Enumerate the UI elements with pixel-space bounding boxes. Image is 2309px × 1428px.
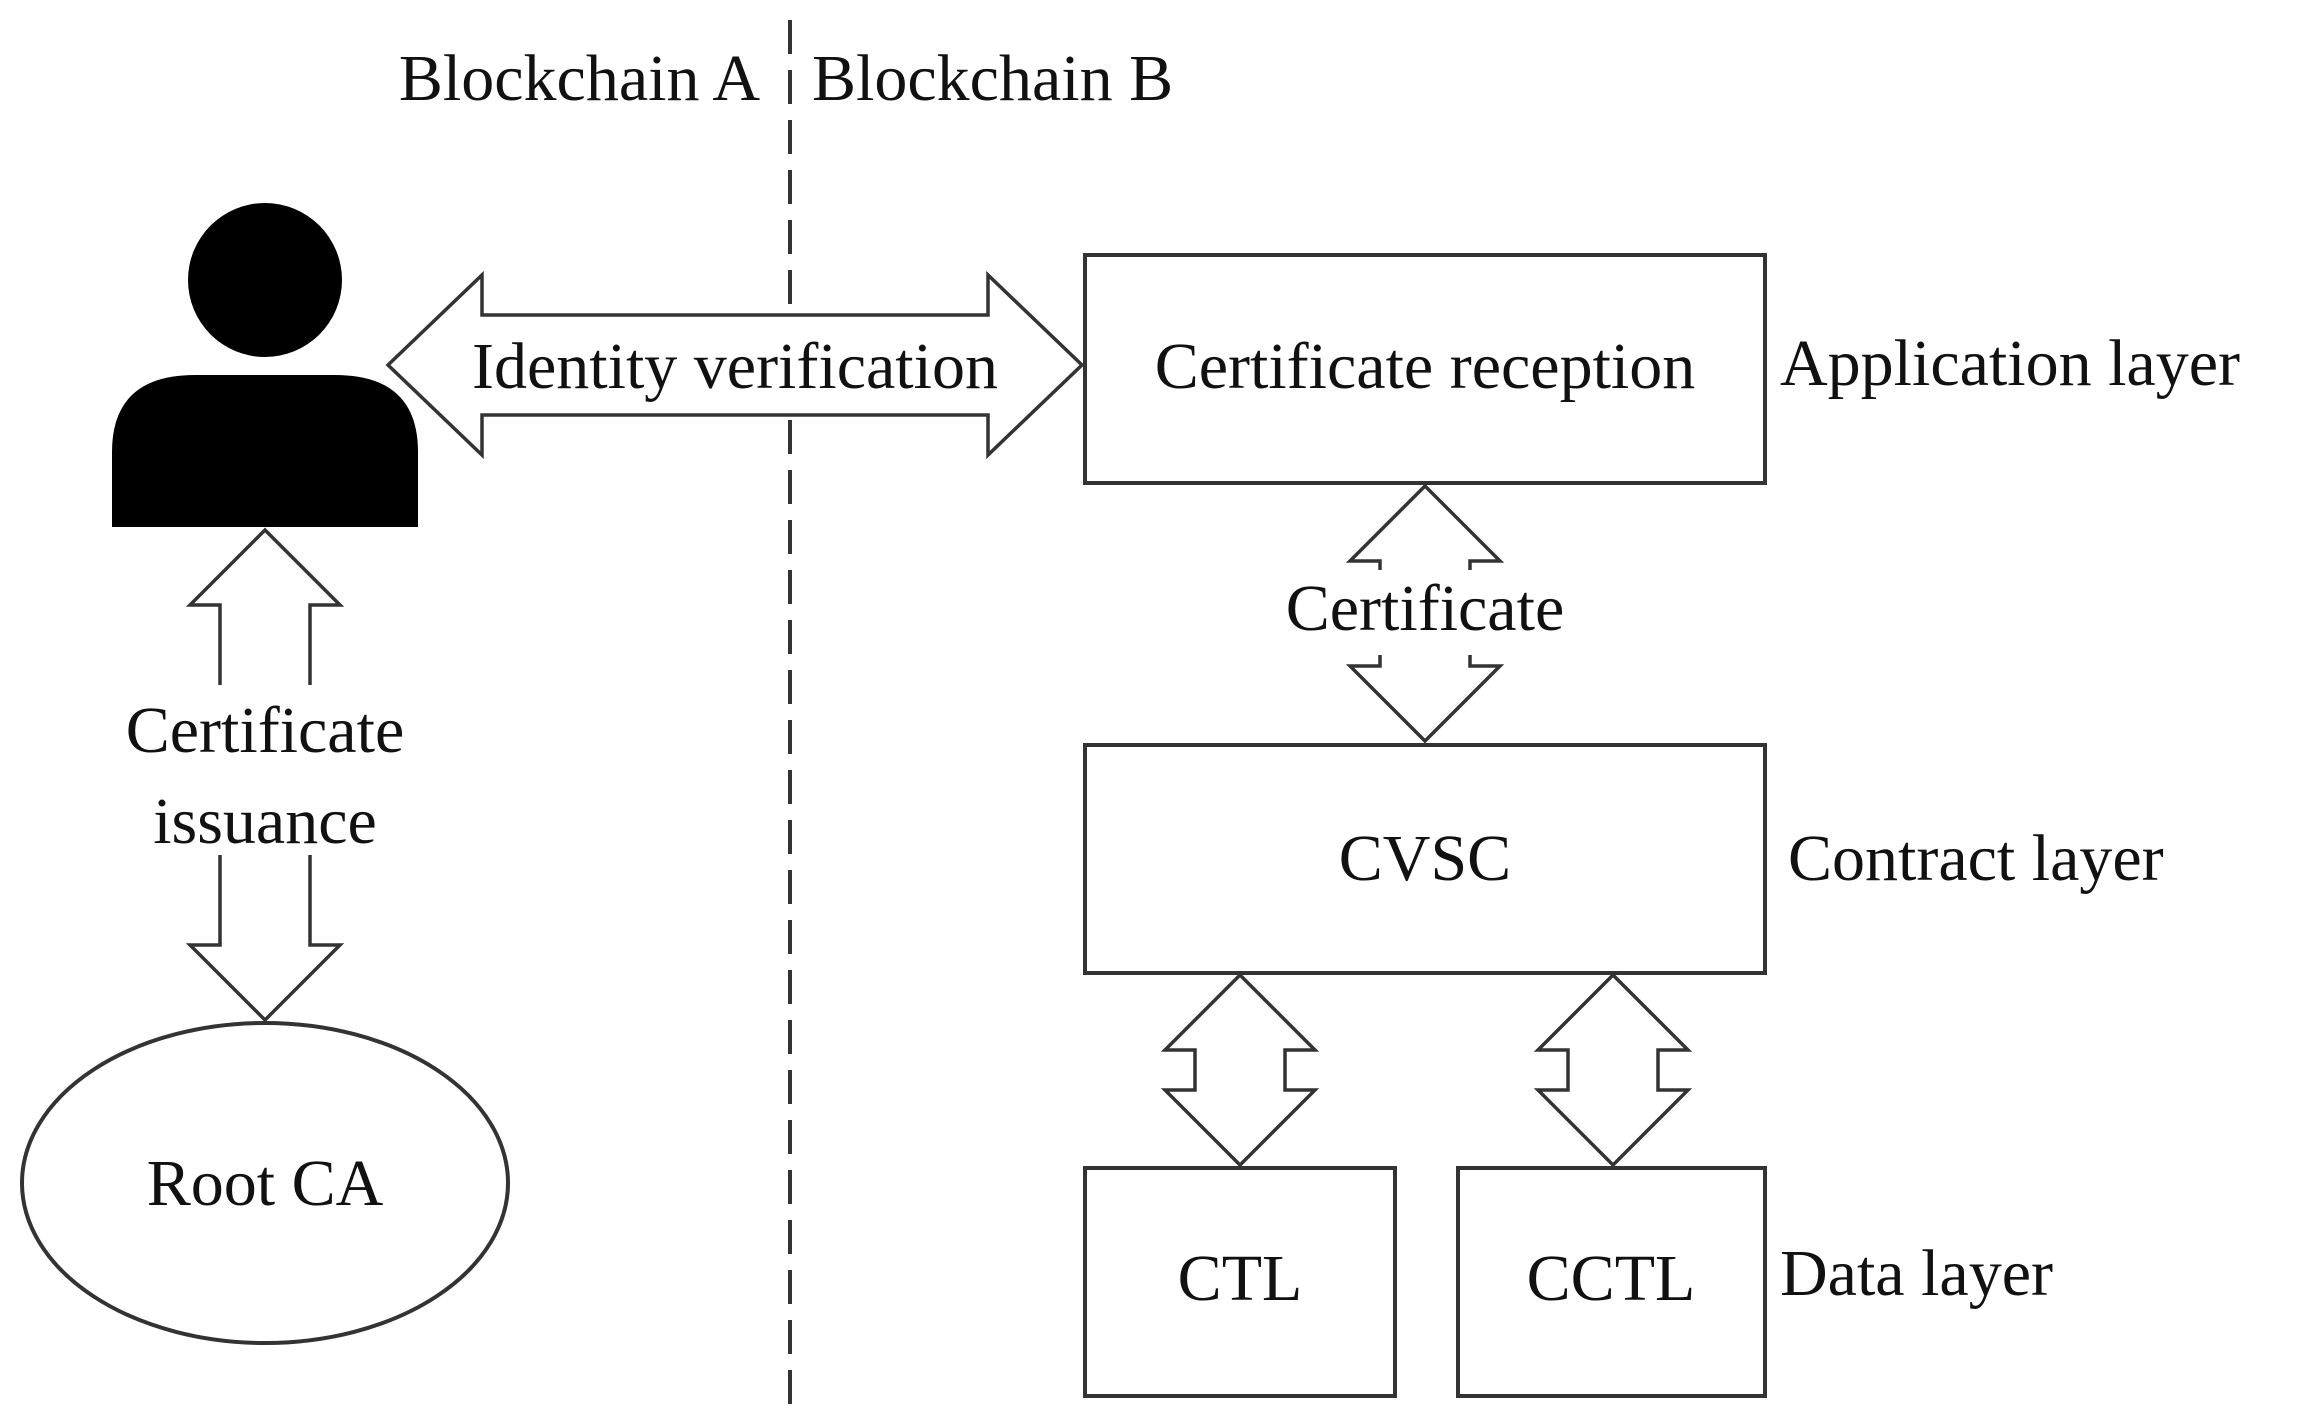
cvsc-box bbox=[1083, 743, 1767, 975]
cvsc-ctl-arrow bbox=[1160, 972, 1320, 1168]
certificate-label: Certificate bbox=[1286, 572, 1565, 645]
application-layer-label: Application layer bbox=[1780, 327, 2240, 400]
cctl-box bbox=[1456, 1166, 1767, 1398]
user-icon bbox=[112, 203, 418, 527]
cctl-label: CCTL bbox=[1527, 1242, 1696, 1315]
contract-layer-label: Contract layer bbox=[1788, 822, 2164, 895]
data-layer-label: Data layer bbox=[1780, 1237, 2053, 1310]
certificate-reception-label: Certificate reception bbox=[1155, 330, 1696, 403]
cvsc-label: CVSC bbox=[1339, 822, 1511, 895]
certificate-issuance-label-line1: Certificate bbox=[126, 694, 405, 767]
ctl-box bbox=[1083, 1166, 1397, 1398]
blockchain-b-label: Blockchain B bbox=[812, 42, 1173, 115]
identity-verification-label: Identity verification bbox=[472, 330, 998, 403]
root-ca-label: Root CA bbox=[147, 1147, 384, 1220]
certificate-reception-box bbox=[1083, 253, 1767, 485]
ctl-label: CTL bbox=[1178, 1242, 1303, 1315]
root-ca-node bbox=[20, 1021, 510, 1345]
certificate-issuance-label-line2: issuance bbox=[153, 785, 377, 858]
blockchain-a-label: Blockchain A bbox=[399, 42, 760, 115]
cvsc-cctl-arrow bbox=[1533, 972, 1693, 1168]
